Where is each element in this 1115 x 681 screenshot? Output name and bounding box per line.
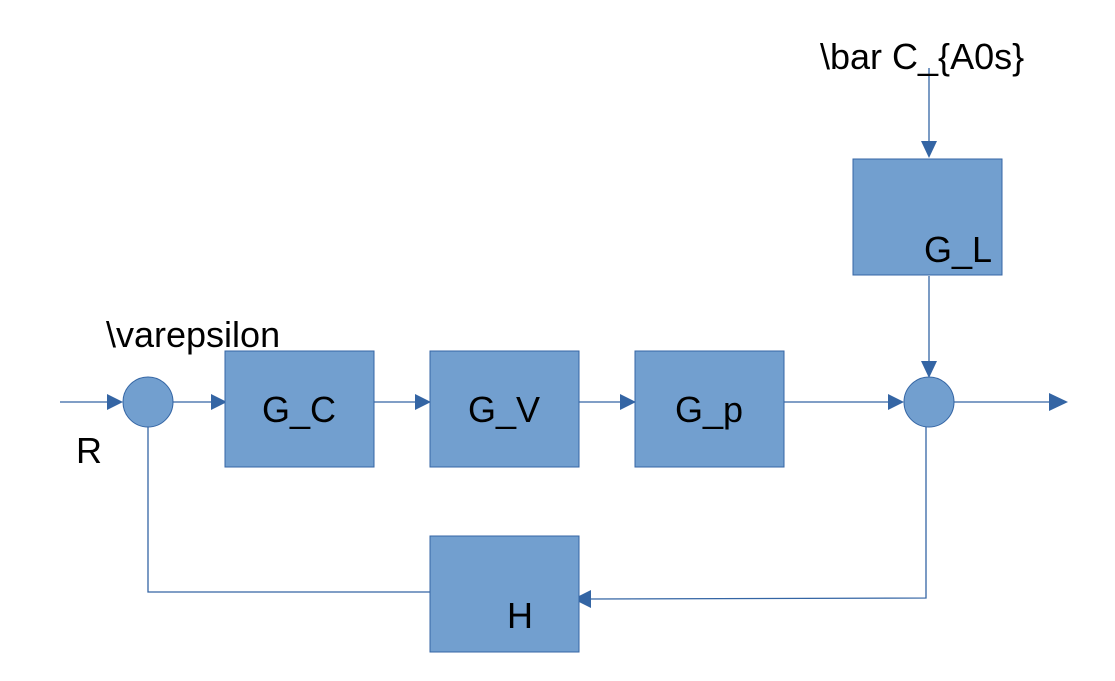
label-error: \varepsilon	[106, 314, 280, 355]
block-gp-label: G_p	[675, 389, 743, 430]
block-gv: G_V	[429, 350, 580, 468]
arrow-input	[107, 394, 123, 410]
wire-feedback-right	[589, 427, 927, 600]
block-h-label: H	[507, 595, 533, 636]
arrow-sum2-top	[921, 361, 937, 378]
arrow-gl	[921, 141, 937, 158]
block-h: H	[429, 535, 580, 653]
block-gp: G_p	[634, 350, 785, 468]
block-gl: G_L	[852, 158, 1003, 276]
summing-junction-output	[903, 376, 955, 428]
arrow-gp	[620, 394, 636, 410]
arrow-gv	[415, 394, 431, 410]
block-gl-label: G_L	[924, 229, 992, 270]
label-disturbance: \bar C_{A0s}	[820, 36, 1024, 77]
block-gc: G_C	[224, 350, 375, 468]
block-gv-label: G_V	[468, 389, 540, 430]
block-gc-label: G_C	[262, 389, 336, 430]
summing-junction-input	[122, 376, 174, 428]
arrow-output	[1049, 393, 1068, 411]
arrow-gc	[211, 394, 227, 410]
wire-feedback-left	[147, 427, 431, 593]
label-input: R	[76, 430, 102, 471]
arrow-h	[573, 590, 591, 608]
arrow-sum2	[888, 394, 904, 410]
